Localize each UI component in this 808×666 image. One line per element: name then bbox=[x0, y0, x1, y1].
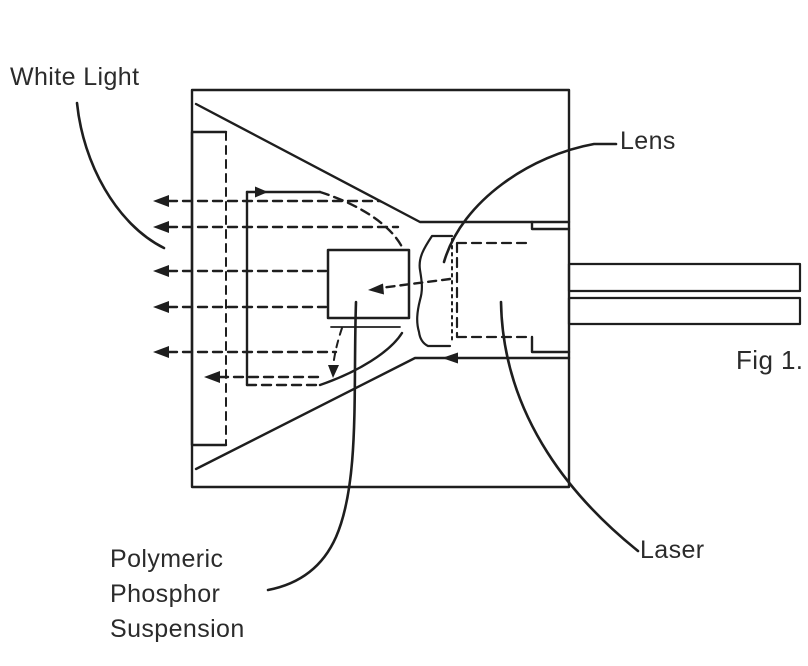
ray-arrowhead-2 bbox=[153, 221, 169, 233]
laser-mount-step-top bbox=[530, 220, 571, 231]
laser-label: Laser bbox=[640, 536, 705, 564]
laser-beam-arrowhead bbox=[368, 283, 384, 295]
ray-arrowhead-5 bbox=[153, 346, 169, 358]
phosphor-label-line-2: Phosphor bbox=[110, 580, 221, 608]
white-light-ray-arrowheads bbox=[153, 195, 458, 383]
phosphor-cell bbox=[326, 248, 411, 320]
scattered-beam-arrowhead bbox=[328, 365, 339, 378]
white-light-rays bbox=[166, 199, 400, 379]
white-light-label: White Light bbox=[10, 63, 140, 91]
ray-arrowhead-1 bbox=[153, 195, 169, 207]
laser-beam-ray bbox=[378, 277, 452, 290]
ray-arrowhead-3 bbox=[153, 265, 169, 277]
lens-element bbox=[416, 234, 454, 348]
laser-leader-line bbox=[499, 300, 640, 553]
reflector-cone-top bbox=[194, 102, 571, 224]
phosphor-label-line-1: Polymeric bbox=[110, 545, 224, 573]
phosphor-leader-line bbox=[266, 300, 358, 592]
ray-arrowhead-6 bbox=[204, 371, 220, 383]
lens-leader-line bbox=[442, 142, 618, 264]
channel-ray-arrowhead bbox=[442, 352, 458, 364]
laser-lead-bottom bbox=[567, 296, 802, 326]
laser-mount-step-bottom bbox=[530, 335, 571, 354]
fig-caption: Fig 1. bbox=[736, 345, 804, 375]
lens-label: Lens bbox=[620, 127, 676, 155]
white-light-leader-line bbox=[75, 101, 166, 250]
ray-arrowhead-4 bbox=[153, 301, 169, 313]
exit-window-plate bbox=[190, 130, 228, 447]
phosphor-suspension-label: Polymeric Phosphor Suspension bbox=[110, 542, 245, 647]
laser-lead-top bbox=[567, 262, 802, 293]
scattered-beam-ray bbox=[332, 327, 343, 369]
envelope-top-curve bbox=[318, 190, 404, 249]
envelope-bottom-curve bbox=[318, 331, 404, 387]
envelope-direction-arrowhead bbox=[255, 186, 268, 198]
laser-diode-body bbox=[455, 241, 534, 339]
reflector-cone-bottom bbox=[194, 356, 571, 471]
phosphor-label-line-3: Suspension bbox=[110, 615, 245, 643]
